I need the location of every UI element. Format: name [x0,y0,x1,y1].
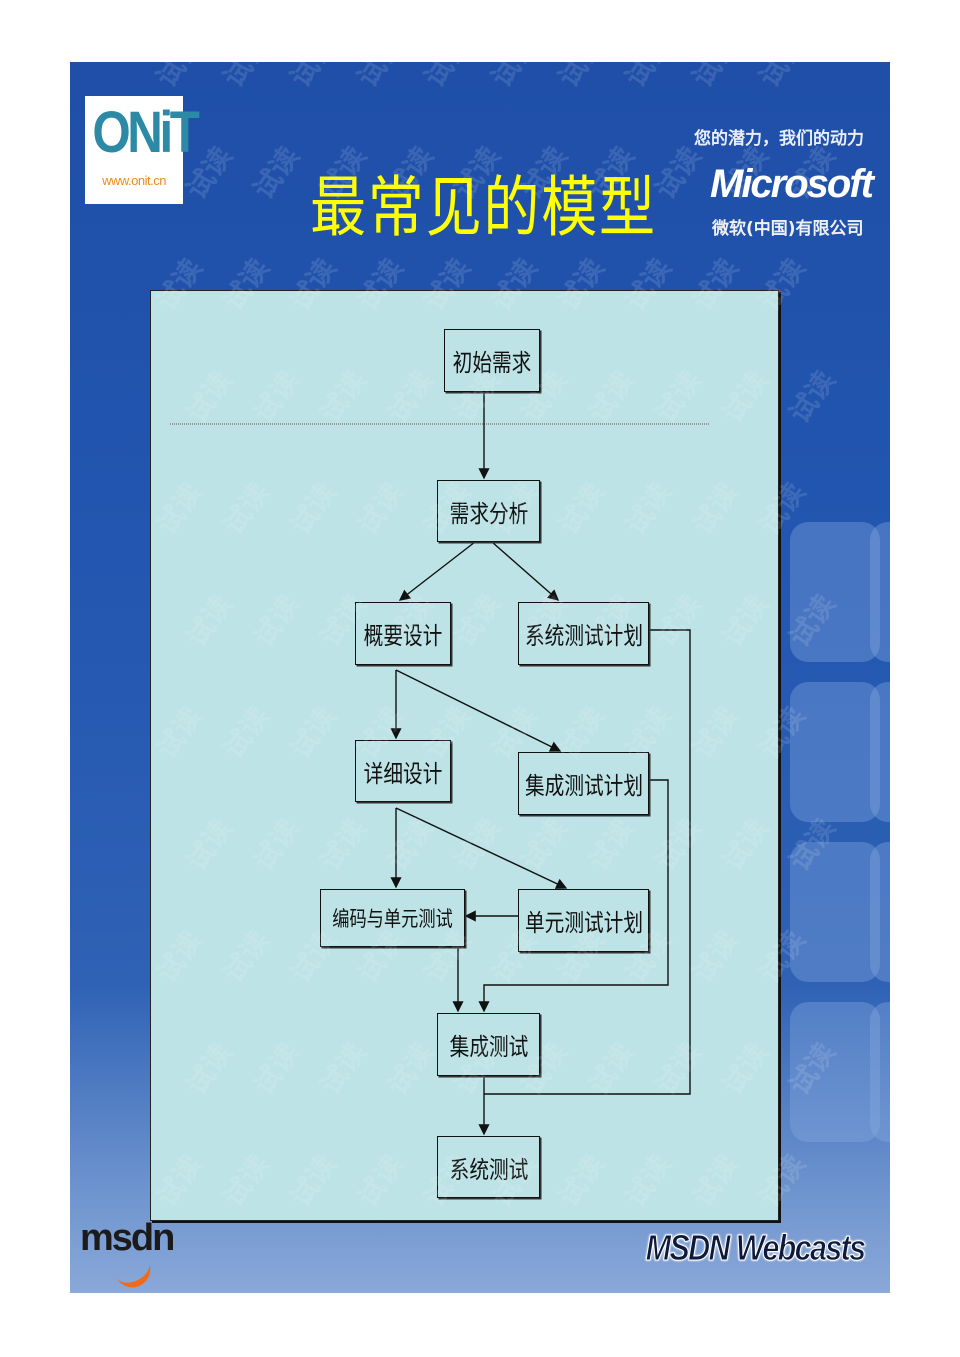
node-integration-test-plan: 集成测试计划 [518,752,649,815]
microsoft-china-label: 微软(中国)有限公司 [712,219,864,239]
node-integration-test: 集成测试 [437,1013,540,1076]
node-coding-unit-test: 编码与单元测试 [320,889,465,947]
page-title: 最常见的模型 [310,169,657,246]
msdn-webcasts-logo: MSDN Webcasts [645,1227,866,1269]
node-initial-requirements: 初始需求 [444,329,540,392]
node-system-test-plan: 系统测试计划 [518,602,649,665]
node-requirements-analysis: 需求分析 [437,480,540,542]
node-high-level-design: 概要设计 [355,602,451,665]
onit-logo: ONiT www.onit.cn [85,96,200,204]
node-unit-test-plan: 单元测试计划 [518,889,649,952]
microsoft-logo: Microsoft [710,162,874,206]
slogan: 您的潜力，我们的动力 [694,129,864,149]
onit-url: www.onit.cn [102,173,166,188]
msdn-logo: msdn [80,1217,175,1259]
node-detailed-design: 详细设计 [355,740,451,802]
node-system-test: 系统测试 [437,1136,540,1198]
